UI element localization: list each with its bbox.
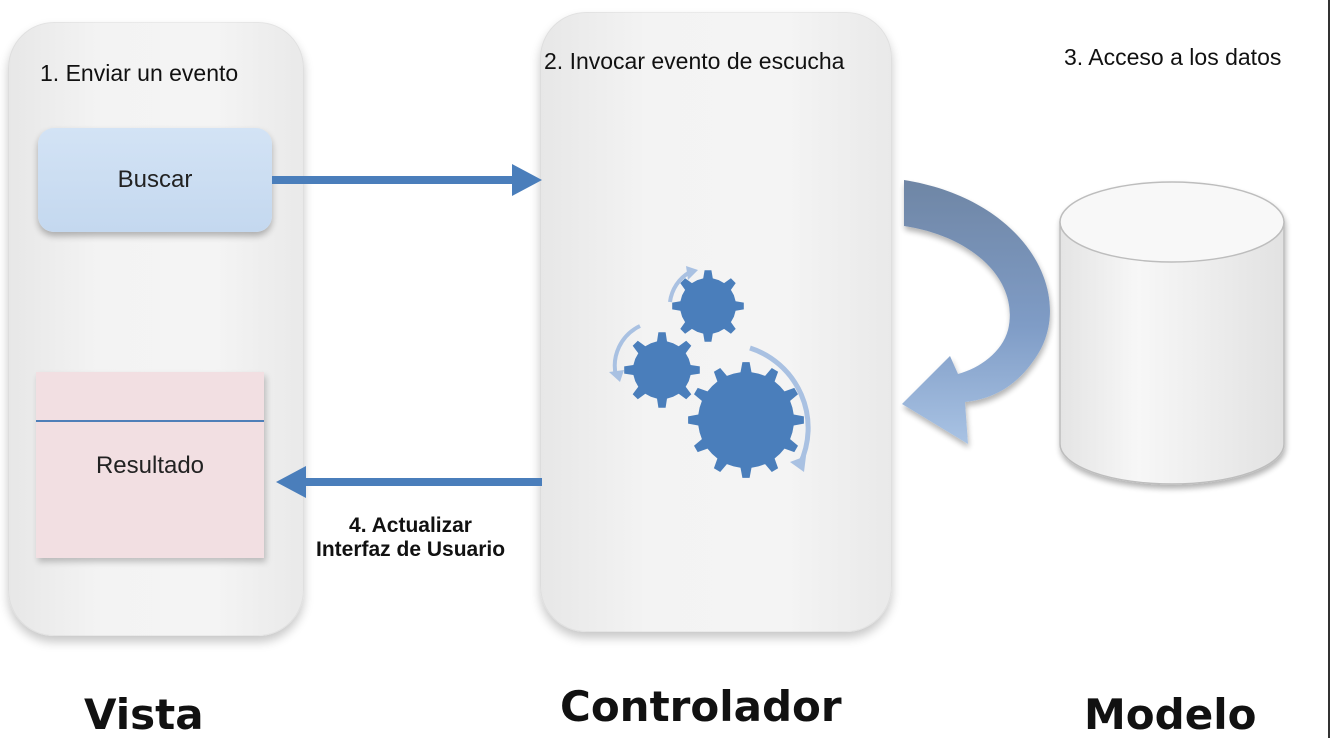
resultado-box: Resultado — [36, 372, 264, 558]
buscar-button[interactable]: Buscar — [38, 128, 272, 232]
resultado-label: Resultado — [95, 452, 205, 479]
gear-small-top — [672, 270, 744, 342]
arrow-to-vista — [276, 466, 542, 498]
arrow-to-controller — [272, 164, 542, 196]
vista-step-label: 1. Enviar un evento — [40, 60, 239, 86]
curved-arrow-icon — [902, 180, 1050, 444]
modelo-title: Modelo — [1084, 690, 1257, 739]
update-label-line1: 4. Actualizar — [349, 514, 472, 537]
gears-icon — [609, 266, 811, 478]
resultado-divider — [36, 420, 264, 422]
gear-b-shape — [624, 332, 700, 408]
update-label-line2: Interfaz de Usuario — [316, 538, 506, 561]
gear-large — [688, 362, 804, 478]
gear-c-shape — [688, 362, 804, 478]
right-border-line — [1328, 0, 1330, 738]
vista-title: Vista — [84, 690, 204, 739]
controlador-step-label: 2. Invocar evento de escucha — [544, 48, 845, 74]
database-cylinder-icon — [1059, 181, 1285, 485]
gear-a-shape — [672, 270, 744, 342]
controlador-title: Controlador — [560, 682, 842, 731]
modelo-step-label: 3. Acceso a los datos — [1064, 44, 1282, 70]
update-label: 4. Actualizar Interfaz de Usuario — [316, 514, 505, 562]
gear-small-left — [624, 332, 700, 408]
